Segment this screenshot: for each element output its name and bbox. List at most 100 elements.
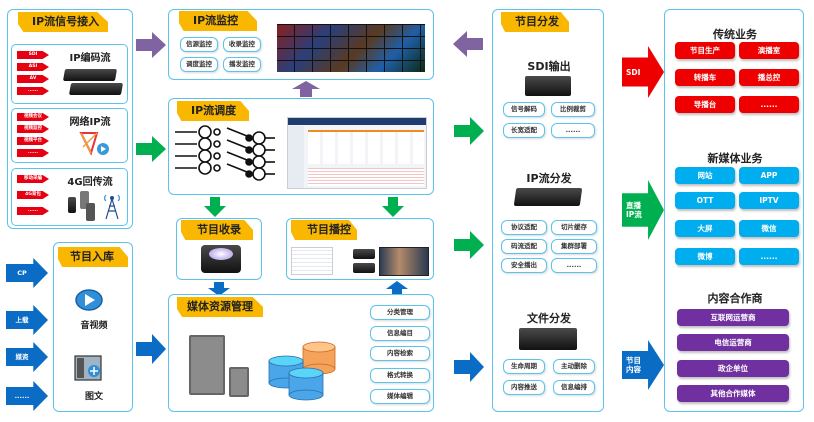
ingest-input-cp: CP (6, 258, 48, 288)
screenshot-log (308, 168, 424, 186)
sdi-device-icon (525, 76, 571, 96)
traditional-item-director: 导播台 (675, 96, 735, 113)
ip-item-slice: 切片缓存 (551, 220, 597, 235)
encoder-title: IP编码流 (69, 53, 111, 64)
screenshot-cards (308, 130, 424, 164)
monitor-item-playout: 播发监控 (223, 57, 261, 72)
record-panel: 节目收录 (176, 218, 262, 280)
sdi-item-decode: 信号解码 (503, 102, 545, 117)
file-item-push: 内容推送 (503, 380, 545, 395)
ingest-panel: 节目入库 音视频 图文 (53, 242, 133, 412)
encoder-input-2: AV (17, 75, 49, 83)
sdi-output-title: SDI输出 (527, 60, 571, 73)
ip-server-icon (513, 188, 583, 206)
new-media-item-more: ...... (739, 248, 799, 265)
playout-server-icon (353, 249, 375, 259)
file-item-arrange: 信息编排 (553, 380, 595, 395)
ip-item-more: ...... (551, 258, 597, 273)
file-distribution-title: 文件分发 (527, 312, 571, 325)
encoder-device-icon-2 (68, 83, 124, 95)
traditional-item-more: ...... (739, 96, 799, 113)
encoder-device-icon (62, 69, 118, 81)
encoder-input-1: ASI (17, 63, 49, 71)
mam-item-edit: 媒体编辑 (370, 389, 430, 404)
ip-distribution-title: IP流分发 (526, 172, 572, 185)
screenshot-header-bar (288, 118, 426, 125)
arrow-distribution-to-monitor (453, 31, 483, 57)
partner-item-internet: 互联网运营商 (677, 309, 789, 326)
traditional-item-studio: 演播室 (739, 42, 799, 59)
dispatch-panel: IP流调度 (168, 98, 434, 195)
mam-item-search: 内容检索 (370, 346, 430, 361)
content-arrow-label-2: 内容 (626, 365, 641, 374)
live-ip-arrow: 直播 IP流 (622, 180, 664, 240)
ingest-title: 节目入库 (58, 247, 128, 267)
network-input-2: 视频平台 (17, 137, 49, 145)
phone-icon-2 (80, 191, 89, 209)
phone-icon (68, 197, 76, 213)
new-media-title: 新媒体业务 (707, 152, 763, 165)
partner-item-telecom: 电信运营商 (677, 334, 789, 351)
ip-access-title: IP流信号接入 (18, 12, 108, 32)
arrow-playout-to-ip (454, 231, 484, 259)
mobile-input-2: ...... (17, 207, 49, 215)
encoder-input-3: ...... (17, 87, 49, 95)
phone-icon-3 (86, 203, 95, 221)
monitor-item-source: 信源监控 (180, 37, 218, 52)
record-title: 节目收录 (181, 220, 253, 240)
arrow-access-to-dispatch (136, 136, 166, 162)
ingest-input-mam: 媒资 (6, 342, 48, 372)
new-media-item-app: APP (739, 167, 799, 184)
new-media-item-big-screen: 大屏 (675, 220, 735, 237)
recorder-disc (209, 248, 233, 260)
file-server-icon (519, 328, 577, 350)
storage-server-icon (189, 335, 225, 395)
new-media-item-weibo: 微博 (675, 248, 735, 265)
network-title: 网络IP流 (69, 117, 111, 128)
sdi-output-arrow: SDI (622, 46, 664, 98)
traditional-title: 传统业务 (713, 28, 757, 41)
playout-title: 节目播控 (291, 220, 357, 240)
network-stream-icon (79, 132, 109, 156)
arrow-mam-to-playout (386, 281, 408, 295)
dispatch-software-screenshot (287, 117, 427, 189)
mobile-input-1: 4G背包 (17, 191, 49, 199)
new-media-item-website: 网站 (675, 167, 735, 184)
mam-title: 媒体资源管理 (177, 297, 263, 317)
arrow-dispatch-to-monitor (292, 81, 320, 97)
network-input-3: ...... (17, 149, 49, 157)
video-play-icon (75, 289, 103, 311)
network-input-1: 视频监控 (17, 125, 49, 133)
sdi-item-crop: 比例裁剪 (551, 102, 595, 117)
sdi-item-more: ...... (551, 123, 595, 138)
business-panel: 传统业务 节目生产 演播室 转播车 播总控 导播台 ...... 新媒体业务 网… (664, 9, 804, 412)
recorder-device-icon (201, 245, 241, 273)
ip-item-cluster: 集群部署 (551, 239, 597, 254)
monitor-item-record: 收录监控 (223, 37, 261, 52)
switch-matrix-icon (175, 125, 275, 181)
file-item-delete: 主动删除 (553, 359, 595, 374)
mam-item-transcode: 格式转换 (370, 368, 430, 383)
ip-item-safe: 安全播出 (501, 258, 547, 273)
ingest-input-upload: 上载 (6, 305, 48, 335)
dispatch-title: IP流调度 (177, 101, 249, 121)
encoder-input-0: SDI (17, 51, 49, 59)
arrow-mam-to-file (454, 352, 484, 382)
arrow-record-to-mam (208, 282, 230, 296)
live-ip-arrow-label-1: 直播 (626, 201, 641, 210)
arrow-dispatch-to-sdi (454, 117, 484, 145)
partner-item-other-media: 其他合作媒体 (677, 385, 789, 402)
traditional-item-ob-van: 转播车 (675, 69, 735, 86)
network-input-0: 视频会议 (17, 113, 49, 121)
encoder-box: SDI ASI AV ...... IP编码流 (11, 44, 128, 104)
antenna-tower-icon (103, 194, 121, 219)
sdi-output-arrow-label: SDI (626, 67, 641, 77)
traditional-item-master-control: 播总控 (739, 69, 799, 86)
mam-item-catalog: 信息编目 (370, 326, 430, 341)
traditional-item-production: 节目生产 (675, 42, 735, 59)
mobile-box: 移动采编 4G背包 ...... 4G回传流 (11, 168, 128, 226)
database-stack-icon (268, 341, 336, 401)
partner-item-government: 政企单位 (677, 360, 789, 377)
sdi-item-aspect: 长宽适配 (503, 123, 545, 138)
mobile-title: 4G回传流 (67, 177, 113, 188)
